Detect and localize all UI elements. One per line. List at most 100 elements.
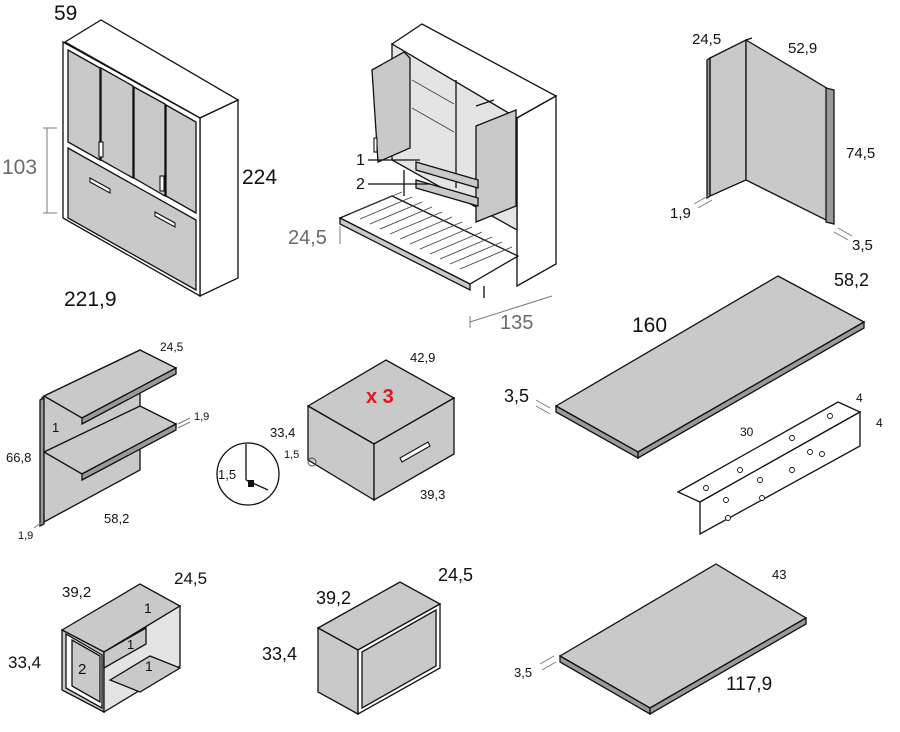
dimension-line — [541, 661, 557, 671]
closed-nightstand — [316, 581, 442, 716]
dimension-line — [697, 199, 713, 209]
wardrobe-depth-label: 59 — [54, 2, 77, 25]
nightstand-part-bottom-label: 1 — [145, 658, 153, 674]
open-nightstand — [60, 583, 182, 714]
corner-top-edge — [745, 37, 753, 41]
nightstand-open-height-label: 33,4 — [8, 653, 41, 672]
dimension-line — [33, 521, 43, 529]
wardrobe-door-2 — [100, 66, 134, 180]
nightstand-part-mid-label: 1 — [127, 637, 134, 652]
closed-front-door — [361, 608, 437, 710]
interior-shelf — [411, 107, 455, 133]
dimension-line — [177, 421, 191, 429]
dimension-line — [469, 295, 553, 323]
angle-bracket — [676, 401, 862, 536]
shelf-height-label: 66,8 — [6, 450, 31, 465]
drawer-width-label: 42,9 — [410, 350, 435, 365]
bed-slats — [349, 191, 513, 270]
corner-panel — [693, 37, 853, 241]
bed-handle — [154, 211, 176, 228]
bracket-hole — [819, 451, 825, 457]
bracket-hole — [703, 485, 709, 491]
wardrobe-door-3 — [133, 85, 166, 198]
nightstand-closed-height-label: 33,4 — [262, 644, 297, 664]
wardrobe-door-4 — [165, 103, 197, 215]
detail-magnifier — [216, 442, 280, 506]
nightstand-closed-width-label: 39,2 — [316, 588, 351, 608]
door-hinge — [475, 99, 495, 107]
part-2-label: 2 — [356, 176, 365, 193]
interior-shelf — [411, 79, 455, 105]
shelf-width-label: 58,2 — [104, 511, 129, 526]
drawer-handle — [399, 441, 431, 463]
bed-frame-edge — [339, 216, 471, 292]
wardrobe-bed-closed — [43, 19, 240, 298]
bracket-hole — [759, 495, 765, 501]
bracket-flange-b-label: 4 — [876, 416, 883, 430]
small-top-length-label: 117,9 — [726, 674, 772, 695]
shelf-middle-edge — [81, 422, 177, 482]
shelf-thickness-label: 1,9 — [194, 411, 209, 423]
bracket-hole — [757, 477, 763, 483]
wardrobe-height-label: 224 — [242, 166, 277, 189]
open-door-left — [371, 51, 411, 163]
shelf-base-thickness-label: 1,9 — [18, 530, 33, 542]
wardrobe-bed-open — [338, 23, 558, 328]
wardrobe-door-1 — [67, 48, 101, 162]
nightstand-bottom-shelf — [108, 655, 182, 693]
open-door-right — [475, 109, 517, 223]
desk-top-panel — [535, 275, 866, 460]
desk-depth-label: 58,2 — [834, 270, 869, 290]
small-top-side-edge — [649, 616, 807, 716]
bracket-hole — [725, 515, 731, 521]
dimension-line — [535, 399, 551, 409]
bed-leg-height-label: 24,5 — [288, 227, 327, 249]
small-top-panel — [539, 563, 808, 716]
corner-right-edge — [825, 87, 835, 225]
detail-gap-marker — [248, 480, 254, 487]
door-handle — [373, 137, 378, 153]
bracket-length-label: 30 — [740, 425, 754, 439]
corner-thickness-right-label: 3,5 — [852, 237, 873, 254]
bracket-hole — [737, 467, 743, 473]
dimension-line — [539, 655, 555, 665]
bracket-hole — [723, 497, 729, 503]
dimension-line — [693, 195, 709, 205]
shelf-top-edge — [81, 366, 177, 426]
dimension-line — [837, 227, 853, 237]
drawer-unit — [216, 359, 456, 506]
drawer-depth-label: 39,3 — [420, 487, 445, 502]
bracket-side-flange — [699, 410, 861, 536]
bracket-hole — [827, 413, 833, 419]
dimension-line — [177, 417, 191, 425]
drawer-front — [373, 396, 455, 502]
nightstand-open-depth-label: 24,5 — [174, 569, 207, 588]
corner-left-edge — [706, 56, 711, 200]
wardrobe-side — [199, 98, 239, 298]
drawer-quantity-label: x 3 — [366, 386, 394, 408]
desk-side-edge — [637, 320, 865, 460]
bracket-hole — [789, 467, 795, 473]
dimension-line — [535, 405, 551, 415]
part-1-label: 1 — [356, 152, 365, 169]
bed-rail-2 — [415, 179, 479, 207]
desk-thickness-label: 3,5 — [504, 386, 529, 406]
bed-width-label: 135 — [500, 312, 533, 334]
nightstand-open-width-label: 39,2 — [62, 584, 91, 601]
nightstand-part-top-label: 1 — [144, 600, 152, 616]
nightstand-inner-panel — [103, 626, 147, 670]
shelf-left-edge — [39, 396, 45, 528]
door-handle — [159, 175, 165, 192]
detail-gap-label: 1,5 — [218, 467, 236, 482]
small-top-thickness-label: 3,5 — [514, 665, 532, 680]
drawer-gap-label: 1,5 — [284, 449, 299, 461]
dimension-line — [833, 231, 849, 241]
bracket-flange-a-label: 4 — [856, 391, 863, 405]
desk-length-label: 160 — [632, 314, 667, 337]
corner-right-panel — [745, 38, 831, 224]
open-side — [516, 94, 557, 288]
nightstand-closed-depth-label: 24,5 — [438, 565, 473, 585]
bed-rail-1 — [415, 161, 479, 189]
